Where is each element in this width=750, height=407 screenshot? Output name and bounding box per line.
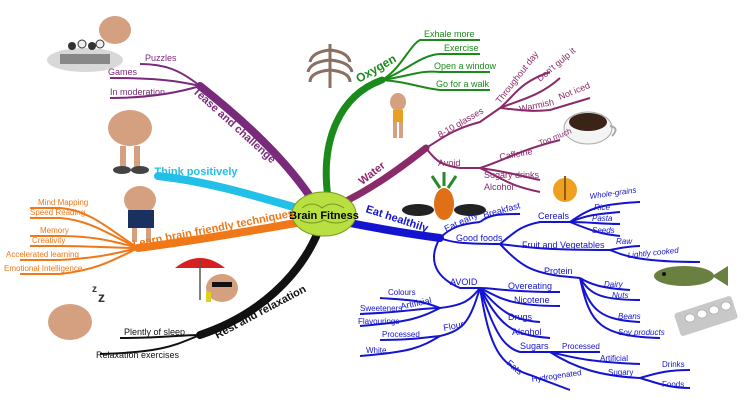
eat-item-colours: Colours [388, 288, 416, 297]
wheat-image [553, 176, 577, 202]
oxygen-item-walk: Go for a walk [436, 79, 490, 89]
eat-item-pasta: Pasta [592, 214, 613, 223]
eat-item-protein: Protein [544, 266, 573, 276]
egg-carton-image [674, 296, 738, 336]
water-item-alcohol: Alcohol [484, 182, 514, 192]
eat-item-cereals: Cereals [538, 211, 570, 221]
svg-text:z: z [92, 284, 97, 295]
eat-item-white: White [366, 346, 387, 355]
beach-brain-image [175, 258, 238, 302]
eat-item-hydrogenated: Hydrogenated [531, 368, 582, 384]
eat-item-flavourings: Flavourings [358, 317, 399, 326]
central-topic-label: Brain Fitness [289, 210, 359, 222]
water-item-throughout: Throughout day [494, 49, 541, 105]
water-item-sugary: Sugary drinks [484, 170, 540, 180]
eat-item-sweeteners: Sweeteners [360, 304, 402, 313]
rest-item-relaxation: Relaxation exercises [96, 350, 180, 360]
tease-item-games: Games [108, 67, 138, 77]
eat-item-fruit-veg: Fruit and Vegetables [522, 240, 605, 250]
learn-sublines [20, 207, 139, 275]
rest-item-sleep: Plently of sleep [124, 327, 185, 337]
eat-item-sugars: Sugars [520, 341, 549, 351]
eat-item-lightly-cooked: Lightly cooked [627, 246, 679, 260]
sleeping-brain-image: z z [48, 284, 105, 340]
learn-item-memory: Memory [40, 226, 69, 235]
water-sublines [425, 71, 591, 193]
tease-item-puzzles: Puzzles [145, 53, 177, 63]
water-item-dont-gulp: Don't gulp it [535, 45, 578, 83]
eat-item-drinks: Drinks [662, 360, 685, 369]
learn-item-creativity: Creativity [32, 236, 65, 245]
central-brain: Brain Fitness [289, 191, 359, 237]
eat-item-soy: Soy products [618, 328, 665, 337]
eat-sublines [359, 201, 701, 391]
thinking-brain-image [108, 110, 152, 174]
eat-item-fats: Fats [505, 358, 525, 377]
eat-item-flour-processed: Processed [382, 330, 420, 339]
eat-item-seeds: Seeds [592, 226, 615, 235]
eat-item-sugars-processed: Processed [562, 342, 600, 351]
branch-eat [341, 218, 444, 242]
eat-item-rice: Rice [594, 203, 611, 212]
eat-item-breakfast: Breakfast [482, 200, 522, 220]
learn-item-accelerated: Accelerated learning [6, 250, 79, 259]
ribcage-image [306, 44, 354, 88]
eat-item-avoid: AVOID [450, 277, 478, 287]
eat-item-drugs: Drugs [508, 312, 533, 322]
eat-item-sugars-artificial: Artificial [600, 354, 628, 363]
rest-sublines [99, 334, 201, 355]
eat-item-beans: Beans [618, 312, 641, 321]
tease-sublines [109, 63, 201, 99]
eat-item-dairy: Dairy [604, 280, 624, 289]
eat-item-whole-grains: Whole-grains [589, 186, 637, 201]
learn-item-emotional: Emotional Intelligence [4, 264, 83, 273]
water-item-caffeine: Caffeine [499, 146, 534, 162]
branch-learn [134, 218, 306, 252]
eat-item-foods: Foods [662, 380, 684, 389]
drinking-figure-image [390, 93, 406, 138]
tease-label: Tease and challenge [190, 86, 277, 166]
tease-item-moderation: In moderation [110, 87, 165, 97]
svg-text:z: z [98, 289, 105, 305]
eat-item-sugary: Sugary [608, 368, 633, 377]
oxygen-sublines [381, 39, 490, 91]
oxygen-item-exhale: Exhale more [424, 29, 475, 39]
coffee-cup-image [563, 111, 617, 145]
chess-brain-image [47, 16, 131, 72]
eat-item-nuts: Nuts [612, 291, 628, 300]
branch-rest [196, 228, 322, 339]
think-label: Think positively [154, 166, 238, 178]
eat-item-overeating: Overeating [508, 281, 552, 291]
branch-water [334, 144, 430, 209]
eat-item-nicotene: Nicotene [514, 295, 550, 305]
carrot-character-image [402, 172, 486, 220]
oxygen-item-window: Open a window [434, 61, 497, 71]
eat-item-raw: Raw [616, 237, 633, 246]
branch-think [154, 172, 308, 214]
fish-image [654, 266, 728, 286]
oxygen-item-exercise: Exercise [444, 43, 479, 53]
eat-item-alcohol: Alcohol [512, 327, 542, 337]
eat-item-good-foods: Good foods [456, 233, 503, 243]
water-item-avoid: Avoid [438, 158, 460, 168]
learn-item-mind-mapping: Mind Mapping [38, 198, 88, 207]
learn-item-speed-reading: Speed Reading [30, 208, 85, 217]
reading-brain-image [124, 186, 156, 242]
eat-item-flour: Flour [442, 319, 464, 333]
branch-oxygen [322, 76, 386, 202]
